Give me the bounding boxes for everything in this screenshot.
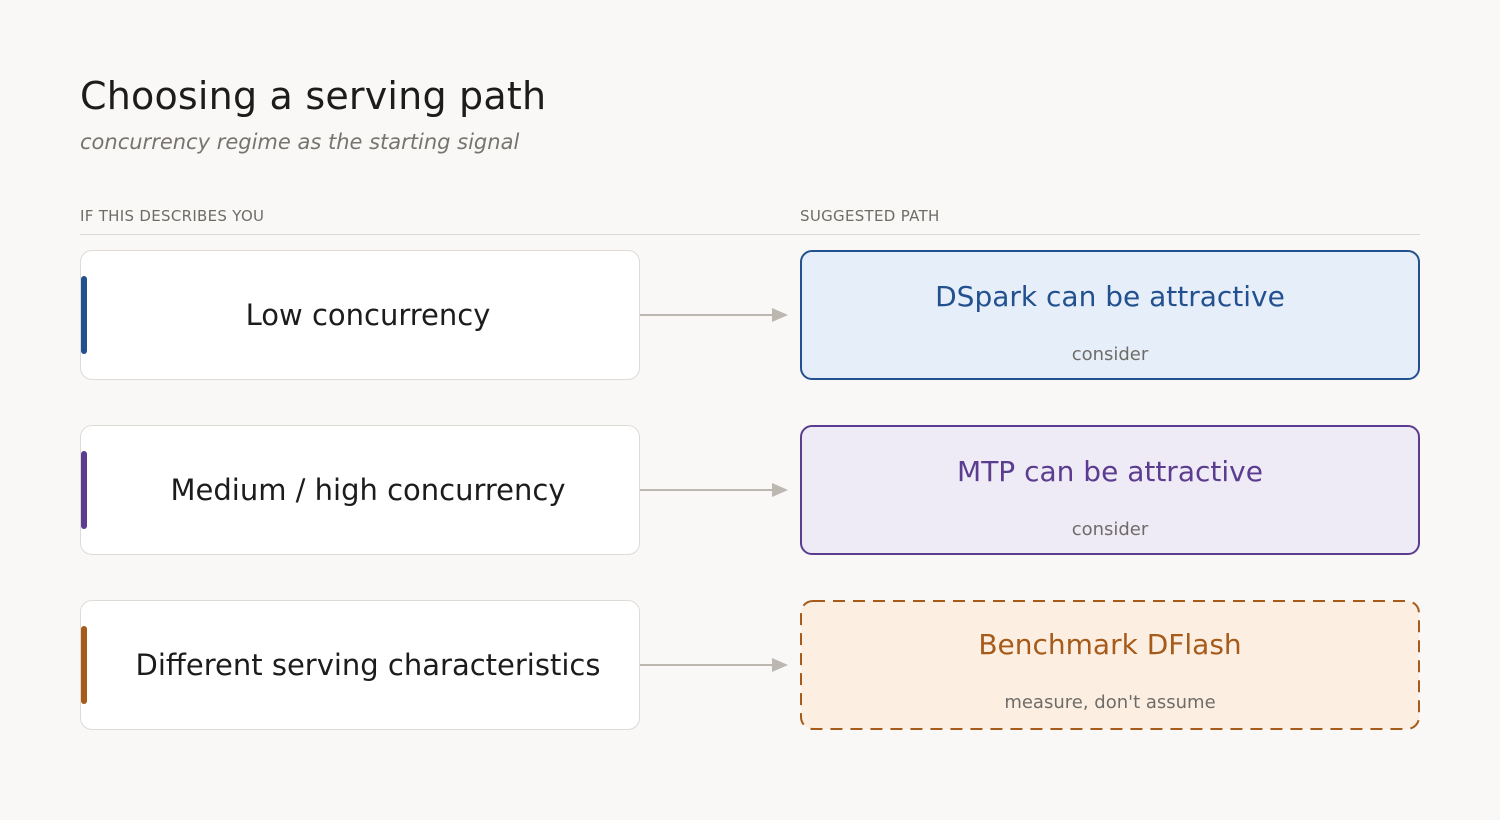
path-label: Benchmark DFlash — [978, 628, 1242, 661]
accent-bar — [81, 276, 87, 354]
header-divider — [80, 234, 1420, 235]
condition-card-low-concurrency: Low concurrency — [80, 250, 640, 380]
arrow-right-icon — [640, 308, 788, 322]
accent-bar — [81, 626, 87, 704]
condition-card-medium-high-concurrency: Medium / high concurrency — [80, 425, 640, 555]
dashed-outline — [800, 600, 1420, 730]
page-title: Choosing a serving path — [80, 74, 547, 118]
path-card-dspark: DSpark can be attractive consider — [800, 250, 1420, 380]
condition-label: Medium / high concurrency — [170, 473, 566, 507]
column-header-path: SUGGESTED PATH — [800, 207, 940, 225]
path-card-mtp: MTP can be attractive consider — [800, 425, 1420, 555]
page-subtitle: concurrency regime as the starting signa… — [80, 130, 520, 154]
path-label: MTP can be attractive — [957, 455, 1263, 488]
accent-bar — [81, 451, 87, 529]
condition-label: Different serving characteristics — [135, 648, 601, 682]
condition-label: Low concurrency — [245, 298, 491, 332]
path-note: consider — [1071, 344, 1149, 365]
arrow-right-icon — [640, 483, 788, 497]
column-header-condition: IF THIS DESCRIBES YOU — [80, 207, 265, 225]
path-note: measure, don't assume — [1004, 692, 1216, 713]
condition-card-different-characteristics: Different serving characteristics — [80, 600, 640, 730]
path-note: consider — [1071, 519, 1149, 540]
arrow-right-icon — [640, 658, 788, 672]
path-card-benchmark-dflash: Benchmark DFlash measure, don't assume — [800, 600, 1420, 730]
path-label: DSpark can be attractive — [935, 280, 1285, 313]
